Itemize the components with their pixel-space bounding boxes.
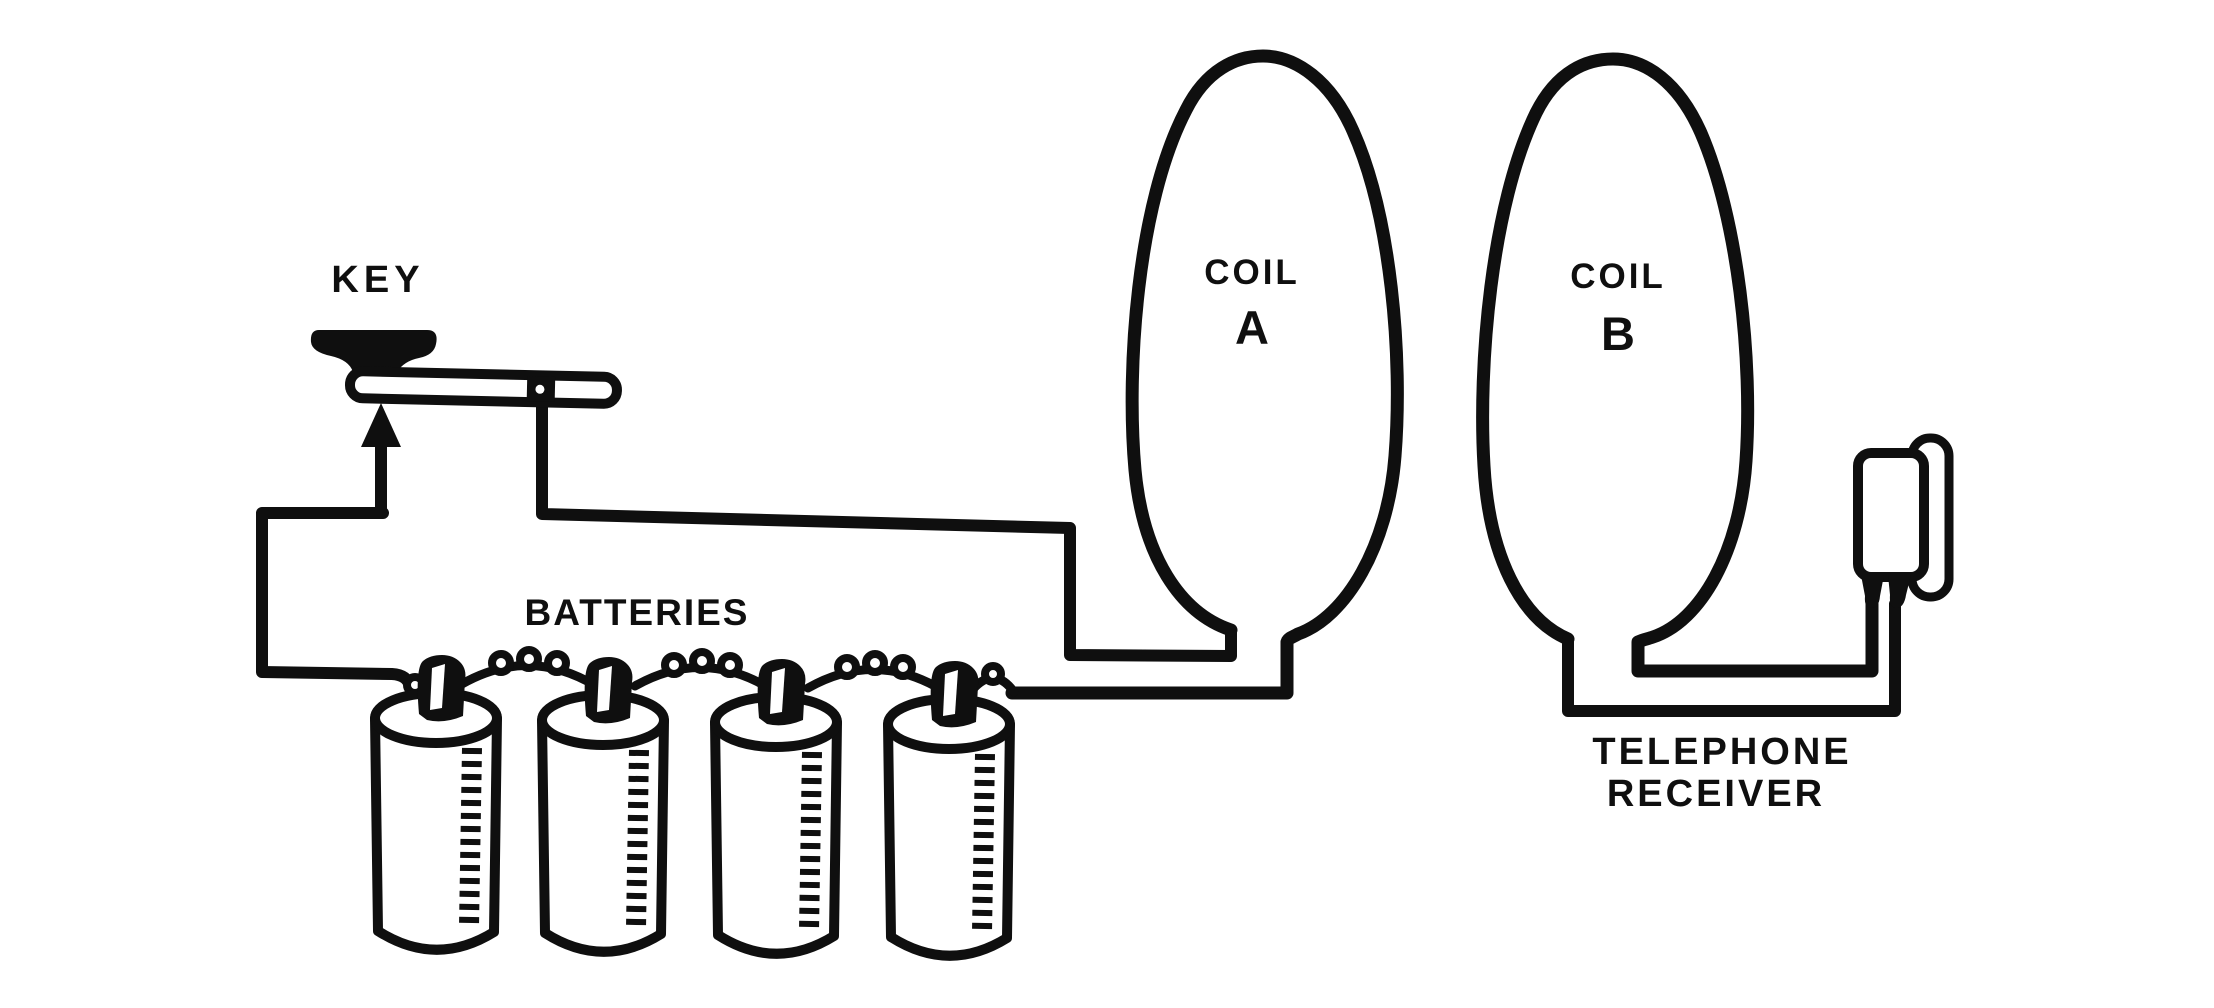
key-knob <box>310 330 437 372</box>
coil-b-label: COIL <box>1570 257 1666 296</box>
battery-terminal-face <box>943 670 958 716</box>
wire-coil-b-to-receiver-outer <box>1562 598 1901 717</box>
series-connector-2 <box>630 648 774 693</box>
battery-3 <box>710 659 842 959</box>
wire-key-to-battery-1 <box>256 507 416 693</box>
batteries-label: BATTERIES <box>525 592 750 633</box>
battery-terminal-face <box>770 668 785 714</box>
battery-1 <box>370 655 502 955</box>
battery-terminal-face <box>597 666 612 712</box>
battery-4 <box>883 661 1015 961</box>
key-lever <box>344 366 622 409</box>
coil-b-letter: B <box>1601 307 1635 360</box>
receiver-terminal-left <box>1861 575 1884 608</box>
circuit-wires <box>256 49 1901 717</box>
telegraph-key <box>310 330 622 516</box>
diagram-labels: KEY BATTERIES COIL A COIL B TELEPHONE RE… <box>331 253 1851 815</box>
series-connector-3 <box>803 650 947 695</box>
key-pivot-hole <box>535 384 545 394</box>
coil-a-letter: A <box>1235 301 1269 354</box>
battery-shading <box>799 751 822 931</box>
receiver-label-line2: RECEIVER <box>1607 773 1825 815</box>
series-connector-1 <box>457 646 601 691</box>
wire-key-to-coil-a <box>536 390 1237 662</box>
battery-shading <box>626 749 649 929</box>
receiver-label-line1: TELEPHONE <box>1592 731 1851 773</box>
telephone-receiver <box>1853 433 1954 608</box>
key-label: KEY <box>331 259 424 301</box>
receiver-body <box>1853 448 1929 582</box>
coil-b-loop <box>1476 52 1879 678</box>
coil-a-label: COIL <box>1204 253 1300 292</box>
battery-terminal-face <box>430 664 445 710</box>
receiver-terminal-right <box>1888 575 1911 608</box>
battery-shading <box>972 753 995 933</box>
key-contact-arrow <box>361 403 401 516</box>
battery-2 <box>537 657 669 957</box>
coil-a-loop <box>1005 49 1404 700</box>
battery-bank <box>370 646 1019 961</box>
battery-shading <box>459 747 482 927</box>
